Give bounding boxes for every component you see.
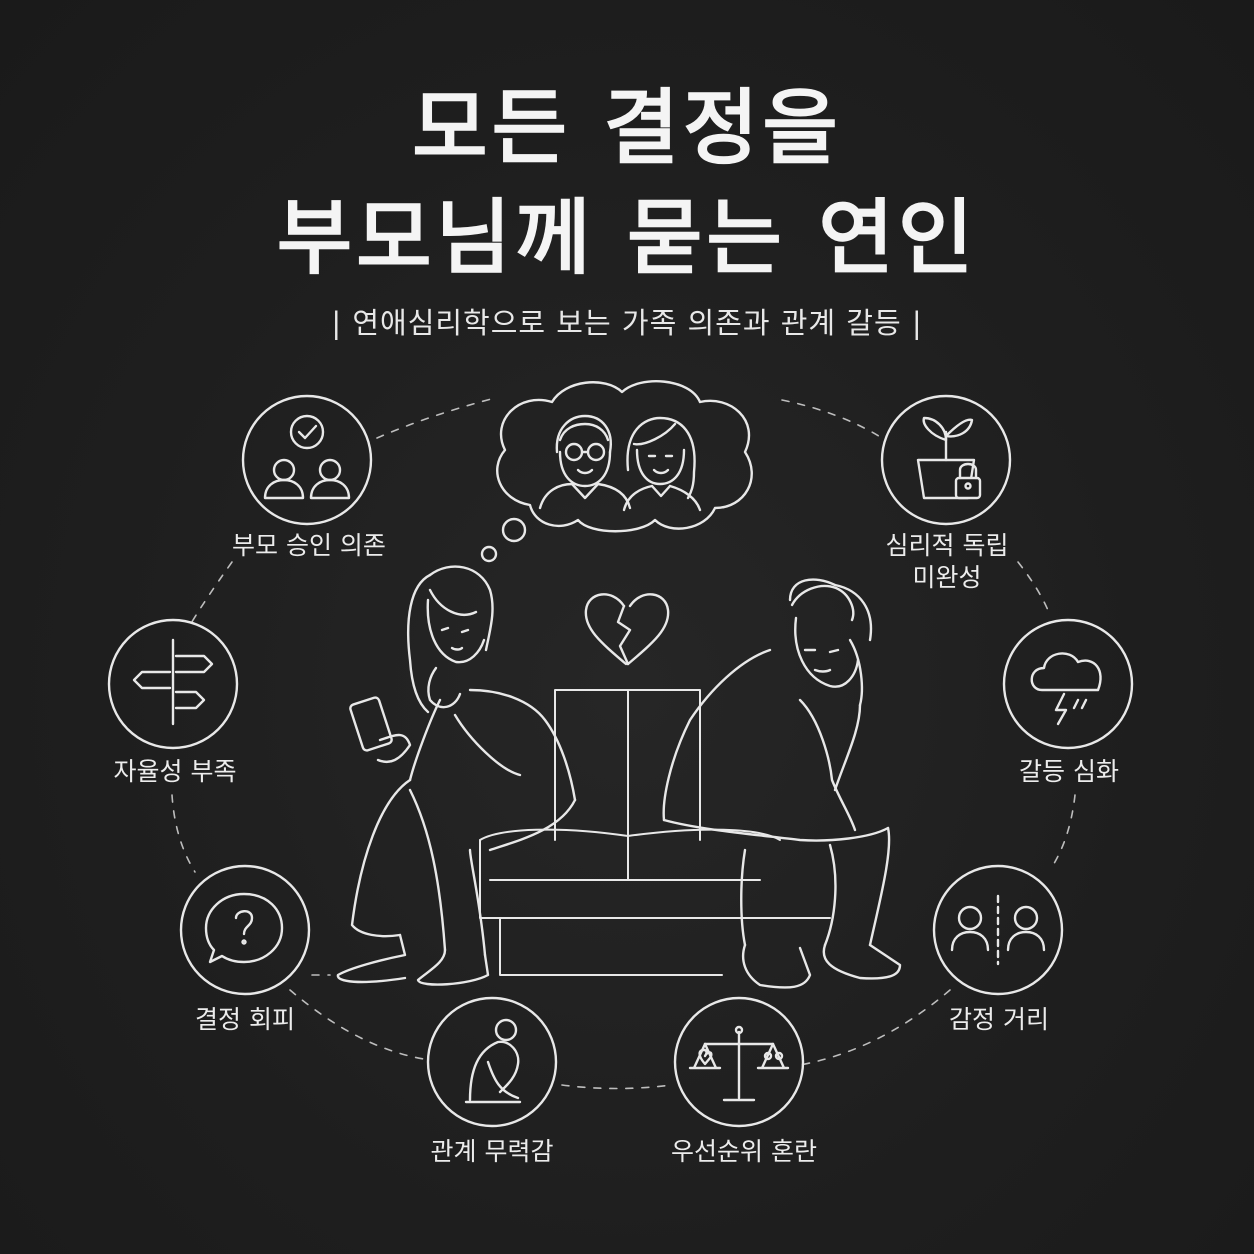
label-independence-line2: 미완성: [912, 563, 982, 592]
divided-people-icon: [932, 864, 1064, 996]
broken-heart-icon: [584, 593, 670, 666]
label-conflict: 갈등 심화: [1019, 757, 1119, 786]
title-line-2: 부모님께 묻는 연인: [276, 191, 978, 286]
label-independence-line1: 심리적 독립: [885, 531, 1009, 560]
storm-cloud-icon: [1002, 618, 1134, 750]
dashed-ring: [171, 397, 1076, 1090]
label-priority: 우선순위 혼란: [671, 1137, 817, 1166]
label-distance: 감정 거리: [949, 1005, 1049, 1034]
label-avoidance: 결정 회피: [195, 1005, 295, 1034]
approval-people-icon: [241, 394, 373, 526]
title-line-1: 모든 결정을: [412, 81, 842, 176]
balance-scale-icon: [673, 996, 805, 1128]
locked-plant-icon: [880, 394, 1012, 526]
label-parent-approval: 부모 승인 의존: [232, 531, 386, 560]
sad-man-figure: [662, 578, 902, 989]
question-bubble-icon: [179, 864, 311, 996]
parents-thought-bubble-icon: [480, 380, 753, 563]
subtitle: | 연애심리학으로 보는 가족 의존과 관계 갈등 |: [331, 306, 923, 340]
sad-woman-figure: [336, 565, 577, 986]
label-autonomy: 자율성 부족: [113, 757, 237, 786]
label-helplessness: 관계 무력감: [430, 1137, 554, 1166]
crossroad-sign-icon: [107, 618, 239, 750]
crouching-person-icon: [426, 996, 558, 1128]
couch: [479, 689, 831, 976]
